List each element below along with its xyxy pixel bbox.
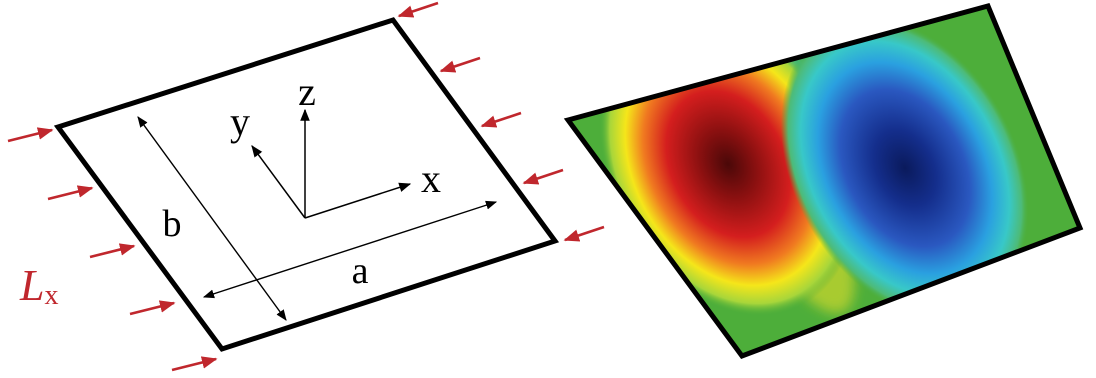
label-axis-y: y	[230, 99, 250, 144]
load-arrow	[171, 356, 218, 372]
load-arrow	[522, 168, 564, 185]
load-arrows-right-edge	[397, 1, 605, 242]
load-arrows-left-edge	[7, 127, 218, 372]
axis-y-arrow	[251, 145, 306, 219]
load-label: Lx	[19, 261, 58, 311]
coordinate-axes	[251, 108, 412, 219]
load-arrow	[439, 56, 481, 73]
load-arrow	[47, 185, 94, 201]
load-arrow	[129, 300, 176, 316]
load-arrow	[563, 225, 605, 242]
dimension-line-b	[137, 116, 287, 321]
load-arrow	[480, 111, 522, 128]
label-dimension-b: b	[163, 203, 182, 245]
right-panel	[563, 3, 1084, 360]
label-dimension-a: a	[352, 250, 369, 292]
negative-lobe	[780, 17, 1030, 319]
buckled-plate-outline	[563, 3, 1084, 360]
label-axis-x: x	[421, 156, 441, 201]
label-axis-z: z	[298, 69, 316, 114]
axis-x-arrow	[304, 182, 412, 219]
load-label-subscript: x	[44, 280, 58, 311]
load-arrow	[397, 1, 439, 18]
left-panel: a b x y z Lx	[7, 1, 605, 372]
load-label-symbol: L	[19, 261, 44, 310]
load-arrow	[89, 243, 136, 259]
load-arrow	[7, 127, 54, 143]
